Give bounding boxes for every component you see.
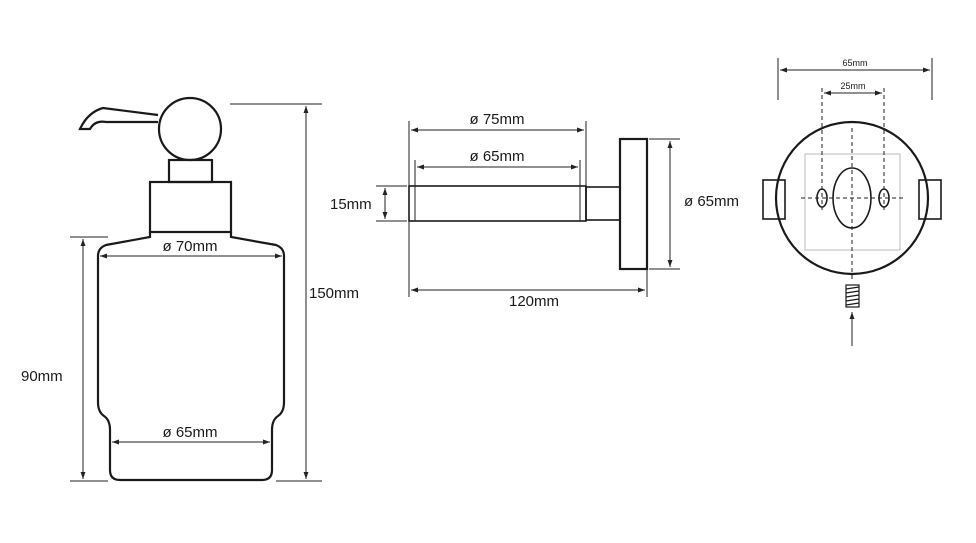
screw-thread bbox=[845, 286, 860, 306]
back-outer-width: 65mm bbox=[842, 58, 867, 68]
pump-head bbox=[157, 96, 223, 162]
left-tab bbox=[762, 179, 786, 220]
dispenser-width-top: ø 70mm bbox=[162, 238, 217, 255]
back-hole-spacing: 25mm bbox=[840, 81, 865, 91]
holder-arm bbox=[585, 186, 621, 221]
dispenser-total-height: 150mm bbox=[309, 285, 359, 302]
right-tab bbox=[918, 179, 942, 220]
holder-side-view: ø 75mm ø 65mm 15mm ø 65mm 120mm bbox=[330, 111, 739, 310]
back-plate-view: 65mm 25mm bbox=[762, 58, 942, 346]
pump-neck bbox=[167, 158, 214, 184]
side-outer-diameter: ø 75mm bbox=[469, 111, 524, 128]
dispenser-width-base: ø 65mm bbox=[162, 424, 217, 441]
side-inner-diameter: ø 65mm bbox=[469, 148, 524, 165]
side-length: 120mm bbox=[509, 293, 559, 310]
side-plate-diameter: ø 65mm bbox=[684, 193, 739, 210]
bottle-body bbox=[96, 232, 286, 482]
dispenser-body-height: 90mm bbox=[21, 368, 63, 385]
wall-plate-side bbox=[618, 137, 649, 271]
holder-tube bbox=[408, 185, 587, 222]
pump-collar bbox=[148, 180, 233, 234]
side-tube-height: 15mm bbox=[330, 196, 372, 213]
soap-dispenser-front-view: ø 70mm ø 65mm 90mm 150mm bbox=[21, 96, 359, 482]
pump-spout bbox=[78, 106, 159, 131]
back-plate-disk bbox=[774, 120, 930, 276]
